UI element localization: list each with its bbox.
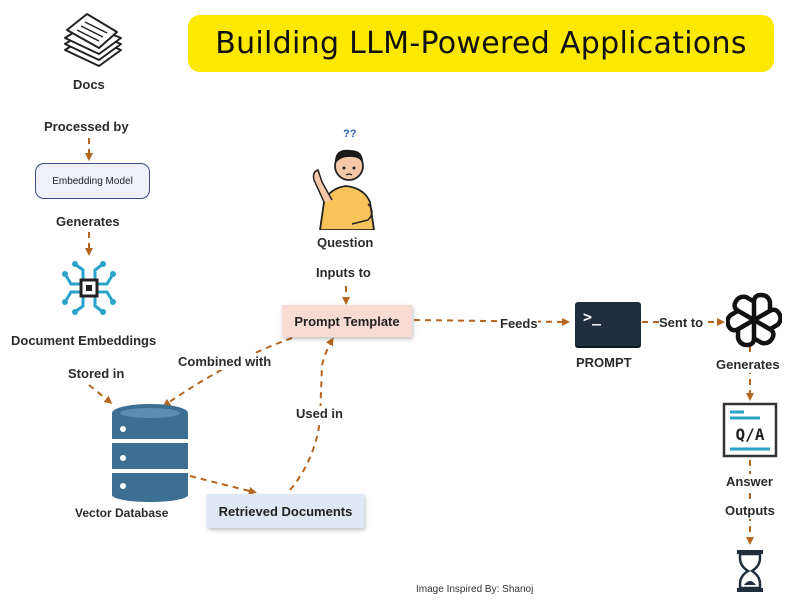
combined-with-label: Combined with	[178, 354, 272, 370]
feeds-label: Feeds	[500, 316, 538, 332]
prompt-label: PROMPT	[576, 355, 632, 371]
embedding-model-label: Embedding Model	[52, 175, 133, 187]
image-credit: Image Inspired By: Shanoj	[416, 584, 534, 595]
openai-logo-icon	[726, 292, 782, 348]
terminal-icon: >_	[575, 302, 641, 346]
prompt-template-node: Prompt Template	[282, 305, 412, 337]
page-title: Building LLM-Powered Applications	[215, 26, 747, 61]
generates-answer-label: Generates	[716, 357, 780, 373]
question-marks: ??	[343, 128, 357, 140]
inputs-to-label: Inputs to	[316, 265, 371, 281]
processed-by-label: Processed by	[44, 119, 129, 135]
hourglass-icon	[737, 550, 763, 592]
person-icon	[312, 149, 375, 230]
arrow-database-to-retrieved	[189, 475, 257, 495]
qa-text: Q/A	[736, 425, 765, 444]
arrow-embeddings-to-database	[88, 384, 113, 404]
prompt-template-label: Prompt Template	[294, 313, 400, 329]
arrow-template-to-prompt	[413, 317, 570, 326]
question-label: Question	[317, 235, 374, 251]
answer-label: Answer	[726, 474, 773, 490]
stored-in-label: Stored in	[68, 366, 125, 382]
outputs-label: Outputs	[725, 503, 775, 519]
document-embeddings-label: Document Embeddings	[11, 333, 157, 349]
title-banner: Building LLM-Powered Applications	[188, 15, 774, 72]
vector-database-label: Vector Database	[75, 505, 169, 521]
qa-icon: Q/A	[722, 402, 778, 458]
terminal-prompt-glyph: >_	[583, 308, 602, 326]
chip-icon	[62, 261, 116, 315]
retrieved-documents-label: Retrieved Documents	[218, 503, 353, 519]
embedding-model-node: Embedding Model	[35, 163, 150, 199]
generates-embeddings-label: Generates	[56, 214, 120, 230]
docs-label: Docs	[73, 77, 105, 93]
used-in-label: Used in	[296, 406, 343, 422]
database-icon	[112, 404, 188, 502]
docs-stack-icon	[64, 13, 122, 67]
arrow-prompt-template-to-database	[162, 337, 293, 407]
retrieved-documents-node: Retrieved Documents	[207, 494, 364, 528]
sent-to-label: Sent to	[659, 315, 704, 331]
